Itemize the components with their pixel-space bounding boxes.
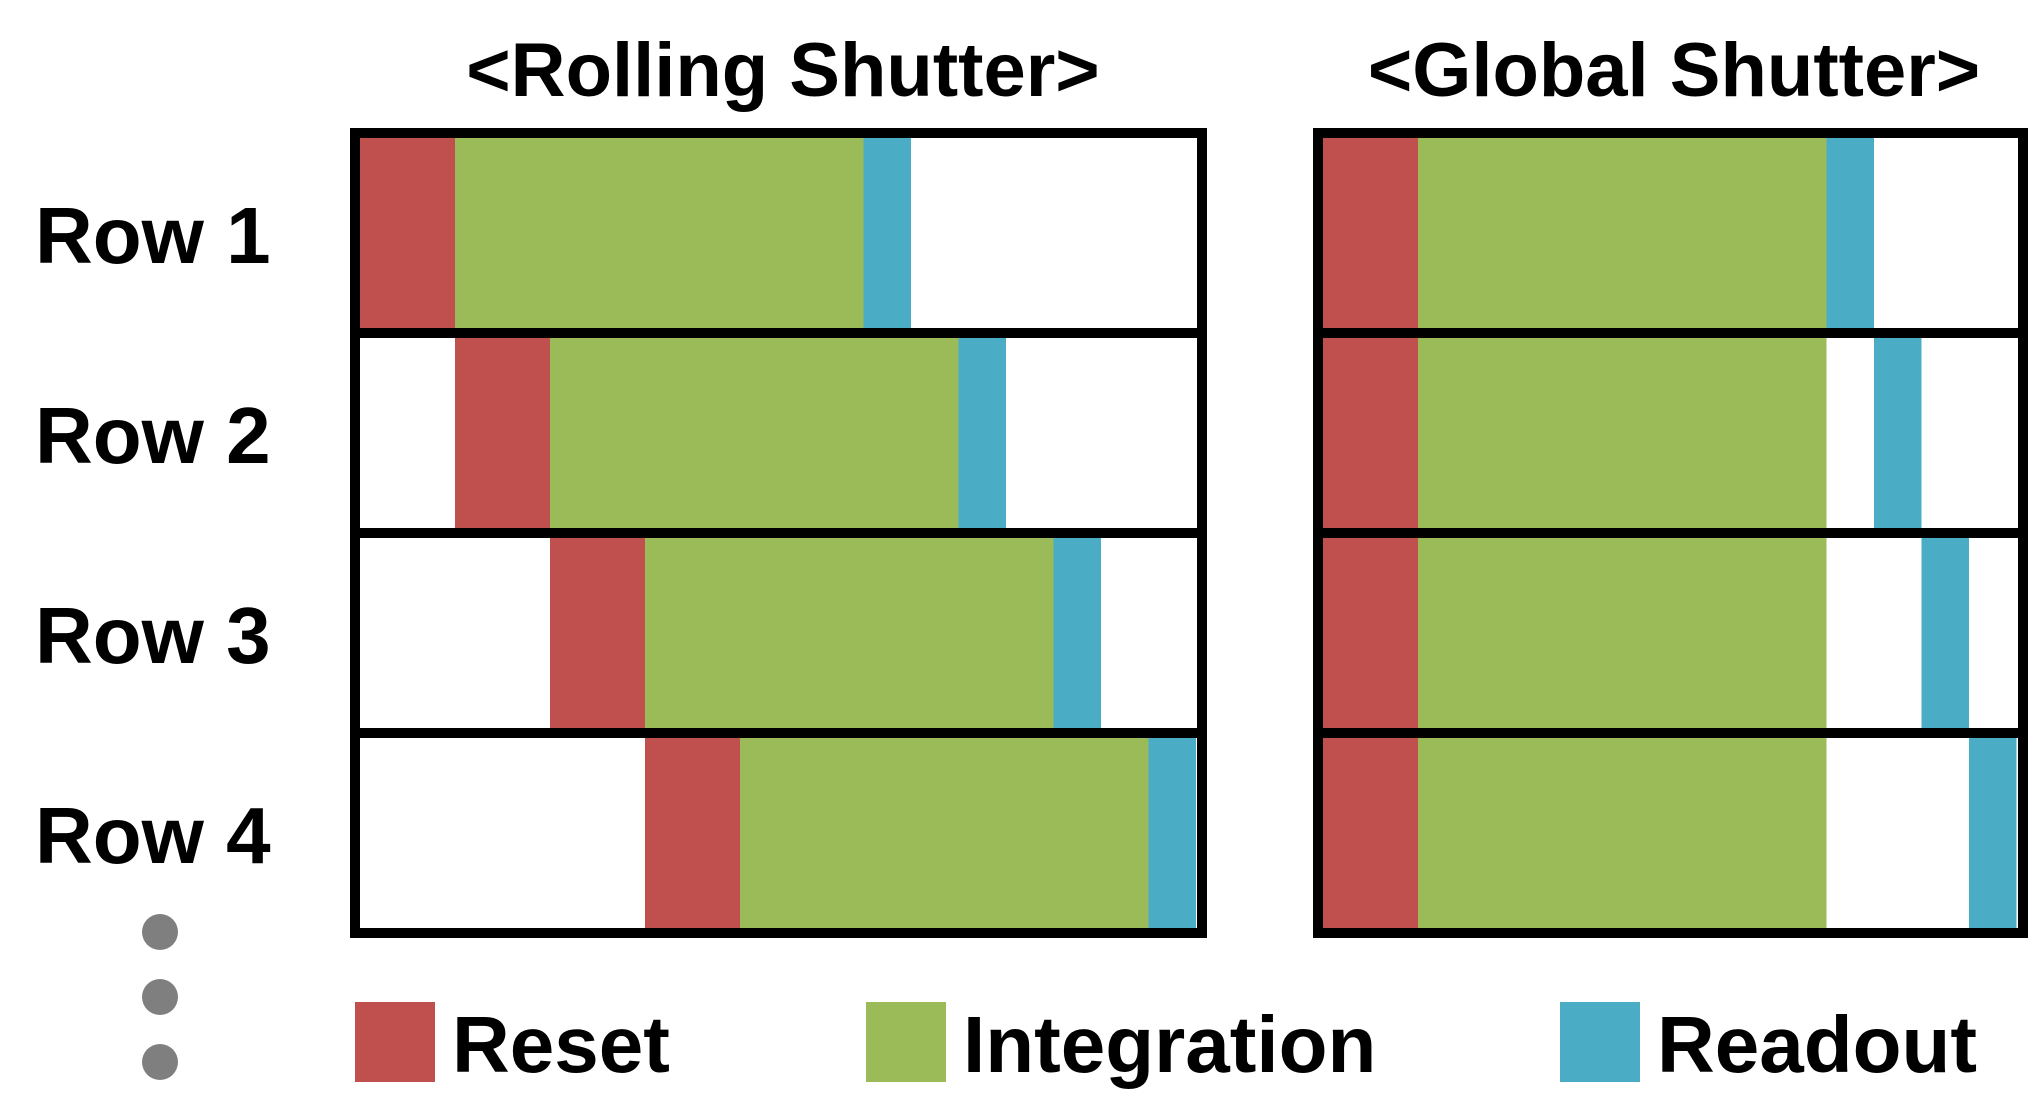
global-row-3-reset-segment (1323, 533, 1418, 733)
legend-readout-label: Readout (1657, 1000, 1977, 1089)
row-label-4: Row 4 (35, 791, 271, 880)
global-row-1-reset-segment (1323, 133, 1418, 333)
global-row-3-integration-segment (1418, 533, 1827, 733)
rolling-row-4-readout-segment (1148, 733, 1196, 933)
rolling-shutter-title: <Rolling Shutter> (466, 28, 1099, 113)
legend-integration-label: Integration (963, 1000, 1376, 1089)
legend-integration-swatch (866, 1002, 946, 1082)
row-label-2: Row 2 (35, 391, 271, 480)
global-row-4-reset-segment (1323, 733, 1418, 933)
continuation-dot (142, 1044, 178, 1080)
continuation-dot (142, 979, 178, 1015)
global-row-1-readout-segment (1826, 133, 1874, 333)
global-row-4-readout-segment (1969, 733, 2017, 933)
global-row-3-readout-segment (1921, 533, 1969, 733)
rolling-row-4-reset-segment (645, 733, 740, 933)
legend: Reset Integration Readout (355, 1000, 1977, 1089)
legend-reset-label: Reset (452, 1000, 670, 1089)
legend-readout-swatch (1560, 1002, 1640, 1082)
row-label-1: Row 1 (35, 191, 271, 280)
rolling-panel-frame (350, 128, 1207, 938)
rolling-row-3-readout-segment (1053, 533, 1101, 733)
rolling-row-2-readout-segment (958, 333, 1006, 533)
global-row-2-integration-segment (1418, 333, 1827, 533)
rolling-row-3-integration-segment (645, 533, 1054, 733)
global-row-1-integration-segment (1418, 133, 1827, 333)
rolling-shutter-panel (350, 128, 1207, 938)
global-row-4-integration-segment (1418, 733, 1827, 933)
legend-reset-swatch (355, 1002, 435, 1082)
rolling-row-2-integration-segment (550, 333, 959, 533)
global-shutter-panel (1313, 128, 2028, 938)
global-row-2-reset-segment (1323, 333, 1418, 533)
global-row-2-readout-segment (1874, 333, 1922, 533)
rolling-row-1-reset-segment (360, 133, 455, 333)
row-label-3: Row 3 (35, 591, 271, 680)
continuation-dot (142, 914, 178, 950)
rolling-row-1-integration-segment (455, 133, 864, 333)
global-shutter-title: <Global Shutter> (1368, 28, 1980, 113)
rolling-row-1-readout-segment (863, 133, 911, 333)
rolling-row-2-reset-segment (455, 333, 550, 533)
rolling-row-4-integration-segment (740, 733, 1149, 933)
rolling-row-3-reset-segment (550, 533, 645, 733)
global-panel-frame (1313, 128, 2028, 938)
